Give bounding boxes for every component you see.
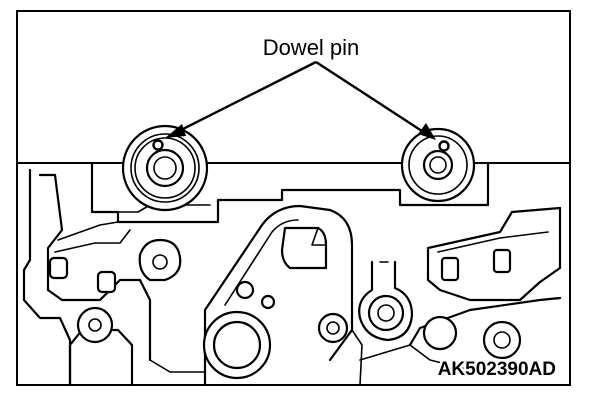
cylinder-head-body — [22, 161, 562, 387]
dowel-pin-label: Dowel pin — [263, 35, 360, 60]
left-dowel-pin — [152, 139, 164, 151]
figure-code: AK502390AD — [438, 359, 556, 380]
callout-arrow-left — [165, 60, 317, 138]
callout-arrow-right — [315, 60, 436, 140]
right-dowel-pin — [438, 140, 450, 152]
left-camshaft-end — [121, 124, 209, 212]
right-camshaft-end — [400, 127, 476, 203]
